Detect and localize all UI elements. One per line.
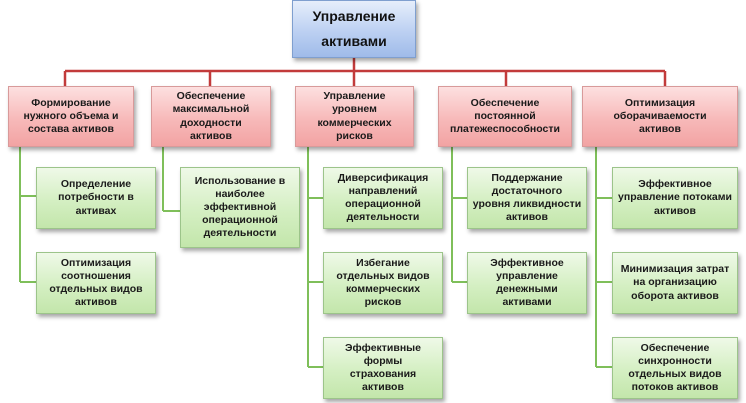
category-node-2: Обеспечение максимальной доходности акти… <box>151 86 271 147</box>
leaf-node: Использование в наиболее эффективной опе… <box>180 167 300 248</box>
leaf-node: Минимизация затрат на организацию оборот… <box>612 252 738 314</box>
leaf-node: Избегание отдельных видов коммерческих р… <box>323 252 443 314</box>
leaf-node: Эффективные формы страхования активов <box>323 337 443 399</box>
leaf-node: Эффективное управление денежными активам… <box>467 252 587 314</box>
category-node-1: Формирование нужного объема и состава ак… <box>8 86 134 147</box>
category-node-4: Обеспечение постоянной платежеспособност… <box>438 86 572 147</box>
leaf-node: Эффективное управление потоками активов <box>612 167 738 229</box>
leaf-node: Обеспечение синхронности отдельных видов… <box>612 337 738 399</box>
leaf-node: Определение потребности в активах <box>36 167 156 229</box>
root-node: Управление активами <box>292 0 416 58</box>
leaf-node: Диверсификация направлений операционной … <box>323 167 443 229</box>
root-title-line1: Управление <box>312 7 396 24</box>
leaf-node: Оптимизация соотношения отдельных видов … <box>36 252 156 314</box>
category-node-3: Управление уровнем коммерческих рисков <box>295 86 414 147</box>
category-node-5: Оптимизация оборачиваемости активов <box>582 86 738 147</box>
root-title-line2: активами <box>321 33 387 49</box>
leaf-node: Поддержание достаточного уровня ликвидно… <box>467 167 587 229</box>
